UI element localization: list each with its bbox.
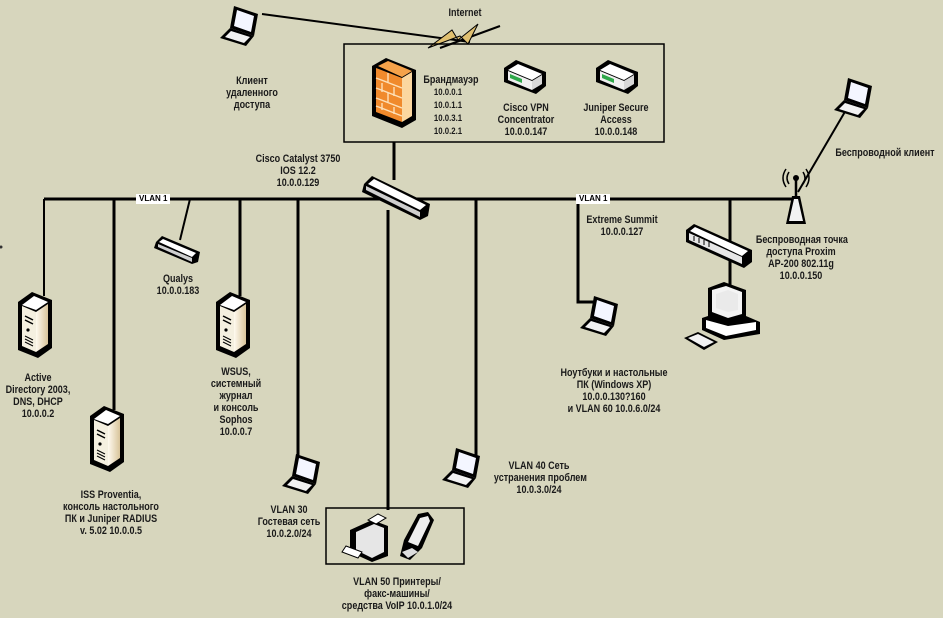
wsus-label-line: WSUS, <box>221 366 251 378</box>
stray-mark <box>0 245 3 249</box>
cisco-vpn-label-line: Cisco VPN <box>503 102 549 114</box>
workstations-label-line: Ноутбуки и настольные <box>560 367 668 379</box>
wsus-label-line: системный <box>210 378 262 390</box>
wireless-ap-ip: 10.0.0.150 <box>779 270 823 282</box>
juniper-sa-label-line: Access <box>600 114 632 126</box>
vlan40-label-line: устранения проблем <box>493 472 587 484</box>
qualys-appliance-icon <box>154 236 200 264</box>
core-switch-label: Cisco Catalyst 3750 IOS 12.2 10.0.0.129 <box>249 153 347 189</box>
ad-label-line: Directory 2003, <box>5 384 71 396</box>
remote-client-label-line: доступа <box>233 99 271 111</box>
remote-client-label-line: удаленного <box>226 87 278 99</box>
wireless-ap-label: Беспроводная точка доступа Proxim AP-200… <box>755 234 848 282</box>
juniper-sa-ip: 10.0.0.148 <box>594 126 638 138</box>
vlan40-subnet: 10.0.3.0/24 <box>516 484 562 496</box>
vlan40-label: VLAN 40 Сеть устранения проблем 10.0.3.0… <box>493 460 587 496</box>
vlan50-group-box <box>325 507 465 565</box>
iss-label: ISS Proventia, консоль настольного ПК и … <box>58 489 165 537</box>
vlan30-label: VLAN 30 Гостевая сеть 10.0.2.0/24 <box>252 504 326 540</box>
vlan40-label-line: VLAN 40 Сеть <box>508 460 570 472</box>
wsus-ip: 10.0.0.7 <box>219 426 253 438</box>
firewall-label: Брандмауэр <box>423 74 479 86</box>
firewall-ip: 10.0.1.1 <box>433 100 463 111</box>
vlan40-laptop-icon <box>442 448 480 488</box>
firewall-ips: 10.0.0.1 10.0.1.1 10.0.3.1 10.0.2.1 <box>423 86 472 138</box>
remote-client-label: Клиент удаленного доступа <box>219 75 285 111</box>
juniper-sa-label-line: Juniper Secure <box>583 102 649 114</box>
extreme-label: Extreme Summit 10.0.0.127 <box>581 214 663 238</box>
vlan50-label-line: VLAN 50 Принтеры/ <box>353 576 441 588</box>
ad-label-line: Active <box>24 372 52 384</box>
firewall-title: Брандмауэр <box>423 74 479 86</box>
workstations-label-line: ПК (Windows XP) <box>576 379 652 391</box>
cisco-vpn-label-line: Concentrator <box>497 114 555 126</box>
internet-lightning-icon <box>427 23 479 49</box>
wsus-label-line: и консоль <box>213 402 259 414</box>
remote-client-link <box>261 13 471 43</box>
extreme-ip: 10.0.0.127 <box>600 226 644 238</box>
wireless-client-laptop-icon <box>834 78 872 118</box>
vlan1-tag-left: VLAN 1 <box>136 194 171 204</box>
core-switch-ip: 10.0.0.129 <box>276 177 320 189</box>
workgroup-switch-icon <box>686 224 752 268</box>
remote-client-laptop-icon <box>220 6 258 46</box>
wireless-ap-label-line: Беспроводная точка <box>755 234 848 246</box>
juniper-sa-label: Juniper Secure Access 10.0.0.148 <box>583 102 649 138</box>
ad-label-line: DNS, DHCP <box>13 396 63 408</box>
active-directory-label: Active Directory 2003, DNS, DHCP 10.0.0.… <box>0 372 75 420</box>
firewall-icon <box>372 58 416 128</box>
desktop-pc-icon <box>684 282 760 350</box>
internet-label: Internet <box>448 7 482 19</box>
wsus-server-icon <box>215 291 251 359</box>
vlan30-label-line: VLAN 30 <box>270 504 308 516</box>
firewall-ip: 10.0.0.1 <box>433 87 463 98</box>
wsus-label: WSUS, системный журнал и консоль Sophos … <box>203 366 269 438</box>
ad-ip: 10.0.0.2 <box>21 408 55 420</box>
vlan1-tag-right: VLAN 1 <box>576 194 611 204</box>
wsus-label-line: Sophos <box>219 414 253 426</box>
vlan30-subnet: 10.0.2.0/24 <box>266 528 312 540</box>
cisco-vpn-icon <box>504 60 546 94</box>
extreme-name: Extreme Summit <box>586 214 658 226</box>
remote-client-label-line: Клиент <box>236 75 268 87</box>
core-switch-label-line: Cisco Catalyst 3750 <box>255 153 341 165</box>
printer-icon <box>341 513 388 562</box>
vlan50-label: VLAN 50 Принтеры/ факс-машины/ средства … <box>336 576 459 612</box>
qualys-label: Qualys 10.0.0.183 <box>145 273 211 297</box>
iss-label-line: ПК и Juniper RADIUS <box>64 513 158 525</box>
vlan50-label-line: факс-машины/ <box>364 588 430 600</box>
iss-label-line: ISS Proventia, <box>80 489 142 501</box>
wireless-link <box>797 109 847 193</box>
workstations-label: Ноутбуки и настольные ПК (Windows XP) 10… <box>560 367 668 415</box>
qualys-name: Qualys <box>162 273 194 285</box>
firewall-ip: 10.0.3.1 <box>433 113 463 124</box>
voip-phone-icon <box>400 512 434 560</box>
vlan30-laptop-icon <box>282 454 320 494</box>
wireless-client-label: Беспроводной клиент <box>835 147 935 159</box>
qualys-ip: 10.0.0.183 <box>156 285 200 297</box>
core-switch-icon <box>362 176 430 220</box>
vlan50-label-line: средства VoIP 10.0.1.0/24 <box>341 600 453 612</box>
vlan30-label-line: Гостевая сеть <box>257 516 321 528</box>
cisco-vpn-label: Cisco VPN Concentrator 10.0.0.147 <box>493 102 559 138</box>
core-switch-label-line: IOS 12.2 <box>280 165 316 177</box>
iss-label-line: консоль настольного <box>63 501 159 513</box>
iss-label-line: v. 5.02 10.0.0.5 <box>79 525 143 537</box>
active-directory-server-icon <box>17 291 53 359</box>
wsus-label-line: журнал <box>219 390 253 402</box>
workstations-label-line: и VLAN 60 10.0.6.0/24 <box>567 403 661 415</box>
firewall-ip: 10.0.2.1 <box>433 126 463 137</box>
wireless-ap-label-line: доступа Proxim <box>766 246 836 258</box>
wireless-ap-icon <box>782 168 810 224</box>
wireless-ap-label-line: AP-200 802.11g <box>768 258 834 270</box>
iss-server-icon <box>89 405 125 473</box>
perimeter-group-box <box>343 43 665 143</box>
cisco-vpn-ip: 10.0.0.147 <box>504 126 548 138</box>
juniper-sa-icon <box>596 60 638 94</box>
workstations-label-line: 10.0.0.130?160 <box>582 391 646 403</box>
